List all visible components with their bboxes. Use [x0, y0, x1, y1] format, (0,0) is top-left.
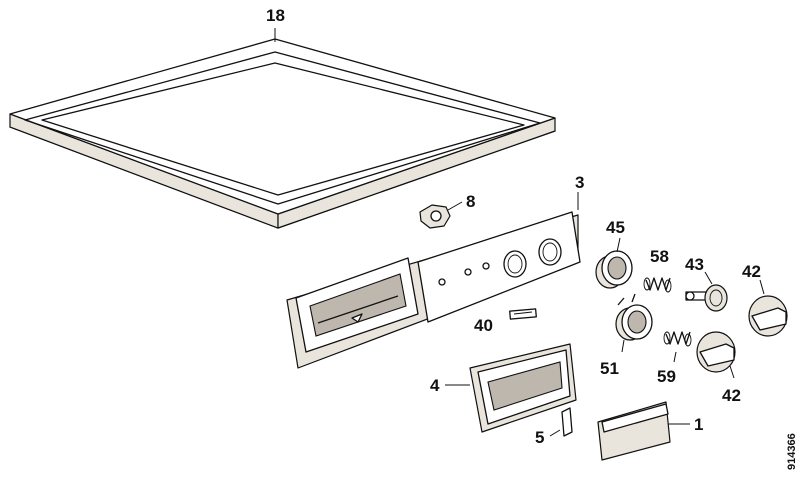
label-5: 5: [535, 428, 544, 447]
label-43: 43: [685, 255, 704, 274]
part-8-clip: [419, 201, 463, 229]
label-51: 51: [600, 359, 619, 378]
label-4: 4: [430, 376, 440, 395]
part-1-cover-strip: [597, 401, 690, 461]
part-51-bezel-clip: [615, 293, 653, 353]
label-42-lower: 42: [722, 386, 741, 405]
label-58: 58: [650, 247, 669, 266]
label-18: 18: [266, 6, 285, 25]
label-40: 40: [474, 316, 493, 335]
part-42-knob-upper: [748, 279, 788, 337]
part-42-knob-lower: [696, 331, 736, 379]
part-58-spring: [643, 277, 672, 293]
part-40-pin: [509, 308, 537, 320]
part-3-control-panel: [286, 192, 581, 369]
label-1: 1: [694, 415, 703, 434]
part-59-spring: [663, 331, 692, 363]
label-45: 45: [606, 218, 625, 237]
part-45-bezel-ring: [595, 237, 633, 289]
label-42-upper: 42: [742, 262, 761, 281]
part-5-insert: [549, 407, 573, 437]
part-4-drawer-front: [445, 343, 577, 433]
part-43-shaft: [685, 271, 728, 312]
part-18-top-cover: [9, 28, 556, 229]
label-59: 59: [657, 367, 676, 386]
document-number: 914366: [786, 433, 798, 470]
label-8: 8: [466, 192, 475, 211]
label-3: 3: [575, 173, 584, 192]
